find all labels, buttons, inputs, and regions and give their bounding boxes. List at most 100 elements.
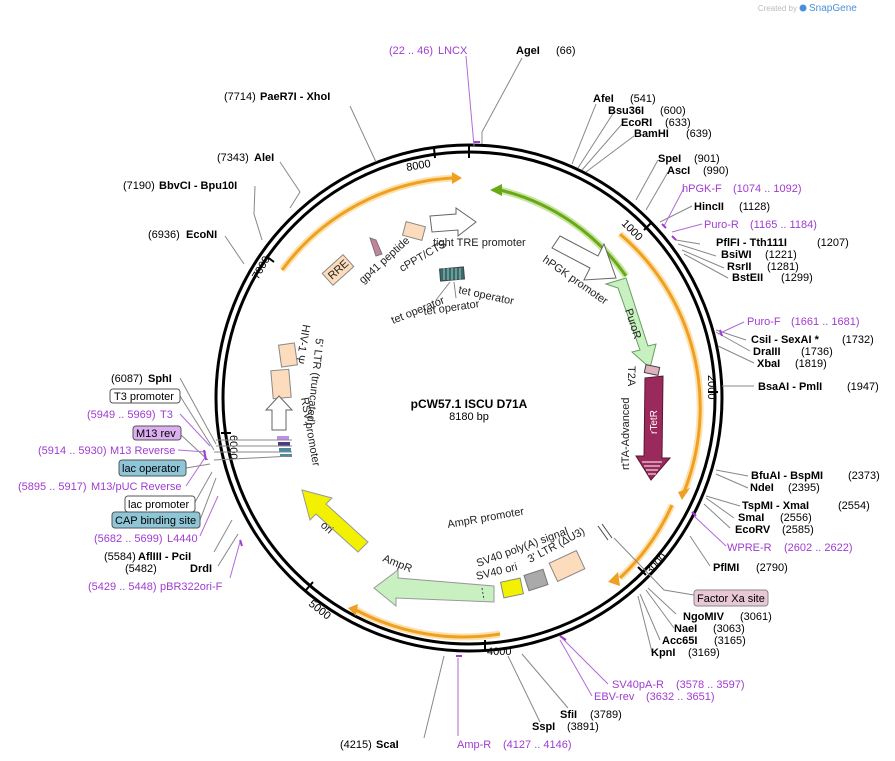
site-afliii[interactable]: AflIII - PciI — [138, 551, 191, 563]
primer-l4440-range: (5682 .. 5699) — [94, 533, 163, 545]
site-drdi-pos: (5482) — [125, 563, 157, 575]
site-alei-pos: (7343) — [217, 152, 249, 164]
lac-promoter-box[interactable] — [124, 495, 196, 513]
site-csii[interactable]: CsiI - SexAI * — [751, 334, 820, 346]
site-rsrii[interactable]: RsrII — [727, 261, 751, 273]
primer-puro-r[interactable]: Puro-R — [704, 219, 739, 231]
site-econi[interactable]: EcoNI — [186, 229, 217, 241]
hiv-psi-box[interactable] — [277, 342, 299, 368]
ampr-arrow[interactable] — [373, 569, 495, 608]
site-sspi[interactable]: SspI — [532, 721, 555, 733]
primer-m13-reverse[interactable]: M13 Reverse — [110, 445, 175, 457]
site-bsu36i-pos: (600) — [660, 105, 686, 117]
t3-promoter-box[interactable] — [109, 388, 181, 404]
site-alei[interactable]: AleI — [254, 152, 274, 164]
sv40-polya-box[interactable] — [523, 568, 549, 592]
m13-rev-box[interactable] — [132, 425, 182, 441]
primer-t3[interactable]: T3 — [160, 409, 173, 421]
lac-op-mark — [278, 442, 290, 446]
site-afei-pos: (541) — [630, 93, 656, 105]
cppt-box[interactable] — [401, 221, 427, 241]
ltr5-box[interactable] — [270, 368, 292, 400]
site-bsaai[interactable]: BsaAI - PmlI — [758, 381, 822, 393]
site-pflmi[interactable]: PflMI — [713, 562, 739, 574]
site-drdi[interactable]: DrdI — [190, 563, 212, 575]
arc-lncx — [280, 176, 453, 271]
site-asci[interactable]: AscI — [667, 165, 690, 177]
site-spei[interactable]: SpeI — [658, 153, 681, 165]
primer-lncx[interactable]: LNCX — [438, 45, 468, 57]
site-bfuai[interactable]: BfuAI - BspMI — [751, 470, 823, 482]
site-kpni[interactable]: KpnI — [651, 647, 675, 659]
tre-promoter-label: tight TRE promoter — [433, 237, 526, 249]
primer-mark-hpgkf — [661, 223, 667, 229]
leader-puro-r — [671, 223, 703, 233]
t2a-box[interactable] — [643, 364, 661, 376]
hpgk-promoter-arrow[interactable] — [551, 235, 617, 281]
primer-amp-r[interactable]: Amp-R — [457, 739, 491, 751]
site-tspmi-pos: (2554) — [838, 500, 870, 512]
primer-sv40pa-r[interactable]: SV40pA-R — [612, 679, 664, 691]
tick-label-8000: 8000 — [405, 158, 431, 174]
leader-puro-f — [717, 321, 745, 335]
primer-l4440[interactable]: L4440 — [167, 533, 198, 545]
primer-hpgk-f-range: (1074 .. 1092) — [733, 183, 802, 195]
tick-8000 — [433, 147, 436, 159]
site-xbai[interactable]: XbaI — [757, 358, 780, 370]
leader-bsteii — [683, 253, 729, 279]
site-scai[interactable]: ScaI — [376, 739, 399, 751]
site-smai[interactable]: SmaI — [738, 512, 764, 524]
snapgene-brand[interactable]: SnapGene — [809, 3, 857, 14]
site-naei[interactable]: NaeI — [674, 623, 697, 635]
factor-xa-box[interactable] — [693, 589, 769, 607]
m13-rev-label: M13 rev — [136, 428, 176, 440]
site-sphi-pos: (6087) — [111, 373, 143, 385]
site-acc65i[interactable]: Acc65I — [662, 635, 697, 647]
site-bbvci[interactable]: BbvCI - Bpu10I — [159, 180, 237, 192]
site-sfii[interactable]: SfiI — [560, 709, 577, 721]
leader-naei — [645, 589, 675, 629]
primer-ebv-rev[interactable]: EBV-rev — [594, 691, 635, 703]
site-agei[interactable]: AgeI — [516, 45, 540, 57]
site-bsiwi[interactable]: BsiWI — [721, 249, 752, 261]
leader-ebv-rev — [559, 639, 593, 697]
ltr3-box[interactable] — [548, 549, 586, 583]
primer-pbr322ori-f[interactable]: pBR322ori-F — [160, 581, 223, 593]
site-afei[interactable]: AfeI — [593, 93, 614, 105]
site-ecori[interactable]: EcoRI — [621, 117, 652, 129]
gp41-marker[interactable] — [369, 237, 383, 257]
site-xhoi[interactable]: PaeR7I - XhoI — [260, 91, 330, 103]
t2a-label: T2A — [625, 366, 637, 387]
rsv-promoter-arrow[interactable] — [264, 395, 294, 431]
leader-l4440 — [199, 495, 219, 537]
rre-box[interactable] — [321, 253, 355, 287]
leader-scai — [423, 655, 445, 739]
primer-wpre-r[interactable]: WPRE-R — [727, 542, 772, 554]
site-tspmi[interactable]: TspMI - XmaI — [742, 500, 809, 512]
site-bsteii[interactable]: BstEII — [732, 272, 763, 284]
tre-promoter-arrow[interactable] — [429, 207, 477, 238]
site-pflfi[interactable]: PflFI - Tth111I — [716, 237, 787, 249]
site-ecorv[interactable]: EcoRV — [735, 524, 771, 536]
cap-binding-site-label: CAP binding site — [115, 515, 196, 527]
site-sphi[interactable]: SphI — [148, 373, 172, 385]
ori-arrow[interactable] — [301, 489, 369, 553]
site-ndei[interactable]: NdeI — [750, 482, 774, 494]
site-rsrii-pos: (1281) — [767, 261, 799, 273]
lac-operator-box[interactable] — [118, 459, 187, 477]
rtetr-arrow[interactable] — [635, 375, 672, 481]
tet-operator-cluster[interactable] — [438, 266, 466, 282]
primer-puro-f[interactable]: Puro-F — [747, 316, 781, 328]
site-hincii[interactable]: HincII — [694, 201, 724, 213]
site-bsu36i[interactable]: Bsu36I — [608, 105, 644, 117]
site-draiii-pos: (1736) — [801, 346, 833, 358]
sv40-ori-box[interactable] — [499, 577, 525, 599]
primer-mark-puror — [671, 235, 677, 241]
site-draiii[interactable]: DraIII — [753, 346, 781, 358]
primer-hpgk-f[interactable]: hPGK-F — [682, 183, 722, 195]
factor-xa-mark-2 — [601, 523, 613, 539]
tick-3000 — [637, 566, 647, 576]
site-bamhi[interactable]: BamHI — [634, 128, 669, 140]
primer-m13puc-reverse[interactable]: M13/pUC Reverse — [91, 481, 181, 493]
site-ngomiv[interactable]: NgoMIV — [683, 611, 725, 623]
